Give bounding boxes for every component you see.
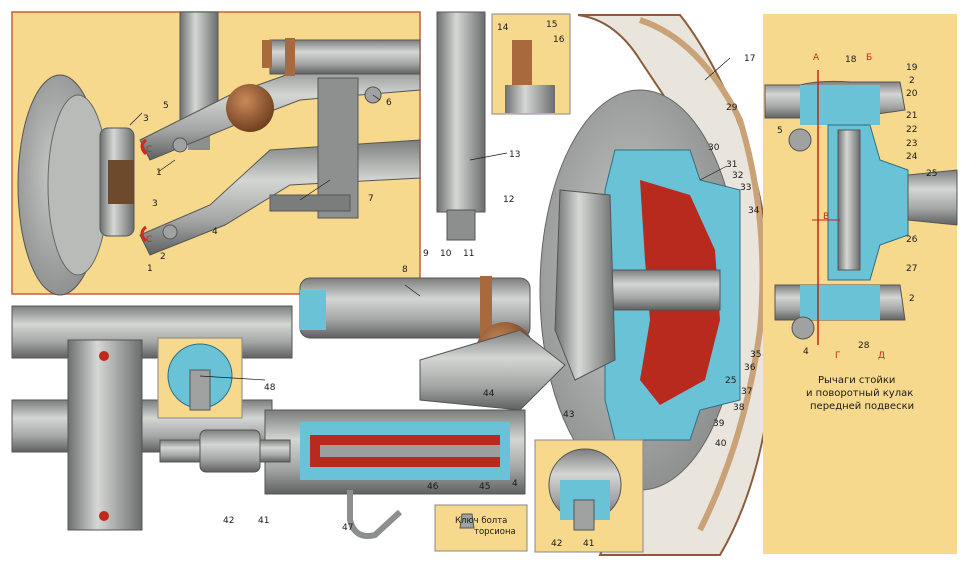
label-29: 29 xyxy=(726,103,738,113)
label-25: 25 xyxy=(725,376,736,386)
tool-caption-line-2: торсиона xyxy=(474,527,516,537)
right-caption-line-1: Рычаги стойки xyxy=(818,375,895,386)
label-10: 10 xyxy=(440,249,452,259)
label-r-D: Д xyxy=(878,351,885,361)
label-r-20: 20 xyxy=(906,89,918,99)
label-r-B1: Б xyxy=(866,53,872,63)
tool-inset-caption: Ключ болта торсиона xyxy=(455,516,516,537)
label-31: 31 xyxy=(726,160,737,170)
inset-top-left-labels: 1 1 2 3 3 4 5 6 7 С С xyxy=(143,98,392,274)
tool-inset xyxy=(434,504,528,552)
main-view xyxy=(11,11,777,556)
label-inset-6: 6 xyxy=(386,98,392,108)
knuckle-main xyxy=(554,189,616,381)
label-36: 36 xyxy=(744,363,756,373)
label-15: 15 xyxy=(546,20,557,30)
label-r-2b: 2 xyxy=(909,294,915,304)
label-44: 44 xyxy=(483,389,495,399)
spindle xyxy=(609,269,721,311)
label-r-4: 4 xyxy=(803,347,809,357)
right-caption-line-2: и поворотный кулак xyxy=(806,388,913,399)
label-r-21: 21 xyxy=(906,111,917,121)
label-46: 46 xyxy=(427,482,439,492)
label-r-G: Г xyxy=(835,351,841,361)
label-9: 9 xyxy=(423,249,429,259)
label-inset-3a: 3 xyxy=(143,114,149,124)
label-38: 38 xyxy=(733,403,745,413)
label-inset-5: 5 xyxy=(163,101,169,111)
label-r-24: 24 xyxy=(906,152,918,162)
label-4-main: 4 xyxy=(512,479,518,489)
label-r-27: 27 xyxy=(906,264,917,274)
label-r-26: 26 xyxy=(906,235,918,245)
label-11: 11 xyxy=(463,249,474,259)
label-39: 39 xyxy=(713,419,725,429)
label-13: 13 xyxy=(509,150,520,160)
frame-rail-top xyxy=(11,305,293,359)
label-inset-3b: 3 xyxy=(152,199,158,209)
label-inset-7: 7 xyxy=(368,194,374,204)
label-r-22: 22 xyxy=(906,125,917,135)
right-panel-labels: 5 18 19 2 20 21 22 23 24 25 26 27 2 4 28… xyxy=(777,53,937,412)
label-r-19: 19 xyxy=(906,63,918,73)
label-43: 43 xyxy=(563,410,574,420)
label-17: 17 xyxy=(744,54,755,64)
label-14: 14 xyxy=(497,23,509,33)
label-r-25: 25 xyxy=(926,169,937,179)
label-42-main: 42 xyxy=(223,516,234,526)
label-47: 47 xyxy=(342,523,353,533)
label-r-2a: 2 xyxy=(909,76,915,86)
bump-stop xyxy=(226,84,274,132)
label-inset-c-bottom: С xyxy=(146,235,152,245)
shock-absorber xyxy=(436,11,486,213)
main-view-labels: 8 9 10 11 12 13 14 15 16 17 29 30 31 32 … xyxy=(223,20,761,549)
label-r-18: 18 xyxy=(845,55,857,65)
inset-top-left xyxy=(11,11,421,296)
label-inset-1a: 1 xyxy=(156,168,162,178)
label-inset-c-top: С xyxy=(146,145,152,155)
right-caption-line-3: передней подвески xyxy=(810,401,914,412)
label-16: 16 xyxy=(553,35,565,45)
label-8: 8 xyxy=(402,265,408,275)
label-37: 37 xyxy=(741,387,752,397)
label-42-inset: 42 xyxy=(551,539,562,549)
label-30: 30 xyxy=(708,143,720,153)
label-inset-4: 4 xyxy=(212,227,218,237)
label-40: 40 xyxy=(715,439,727,449)
label-inset-1b: 1 xyxy=(147,264,153,274)
label-45: 45 xyxy=(479,482,490,492)
tool-caption-line-1: Ключ болта xyxy=(455,516,507,526)
label-r-5: 5 xyxy=(777,126,783,136)
crossmember xyxy=(67,339,143,531)
leader-lines xyxy=(129,57,731,381)
label-12: 12 xyxy=(503,195,514,205)
label-41-main: 41 xyxy=(258,516,269,526)
label-33: 33 xyxy=(740,183,751,193)
right-panel xyxy=(763,14,958,554)
label-r-V: В xyxy=(823,212,829,222)
label-r-28: 28 xyxy=(858,341,870,351)
label-34: 34 xyxy=(748,206,760,216)
label-32: 32 xyxy=(732,171,743,181)
label-r-23: 23 xyxy=(906,139,917,149)
label-48: 48 xyxy=(264,383,276,393)
label-41-inset: 41 xyxy=(583,539,594,549)
label-inset-2: 2 xyxy=(160,252,166,262)
label-r-A: А xyxy=(813,53,820,63)
label-35: 35 xyxy=(750,350,761,360)
